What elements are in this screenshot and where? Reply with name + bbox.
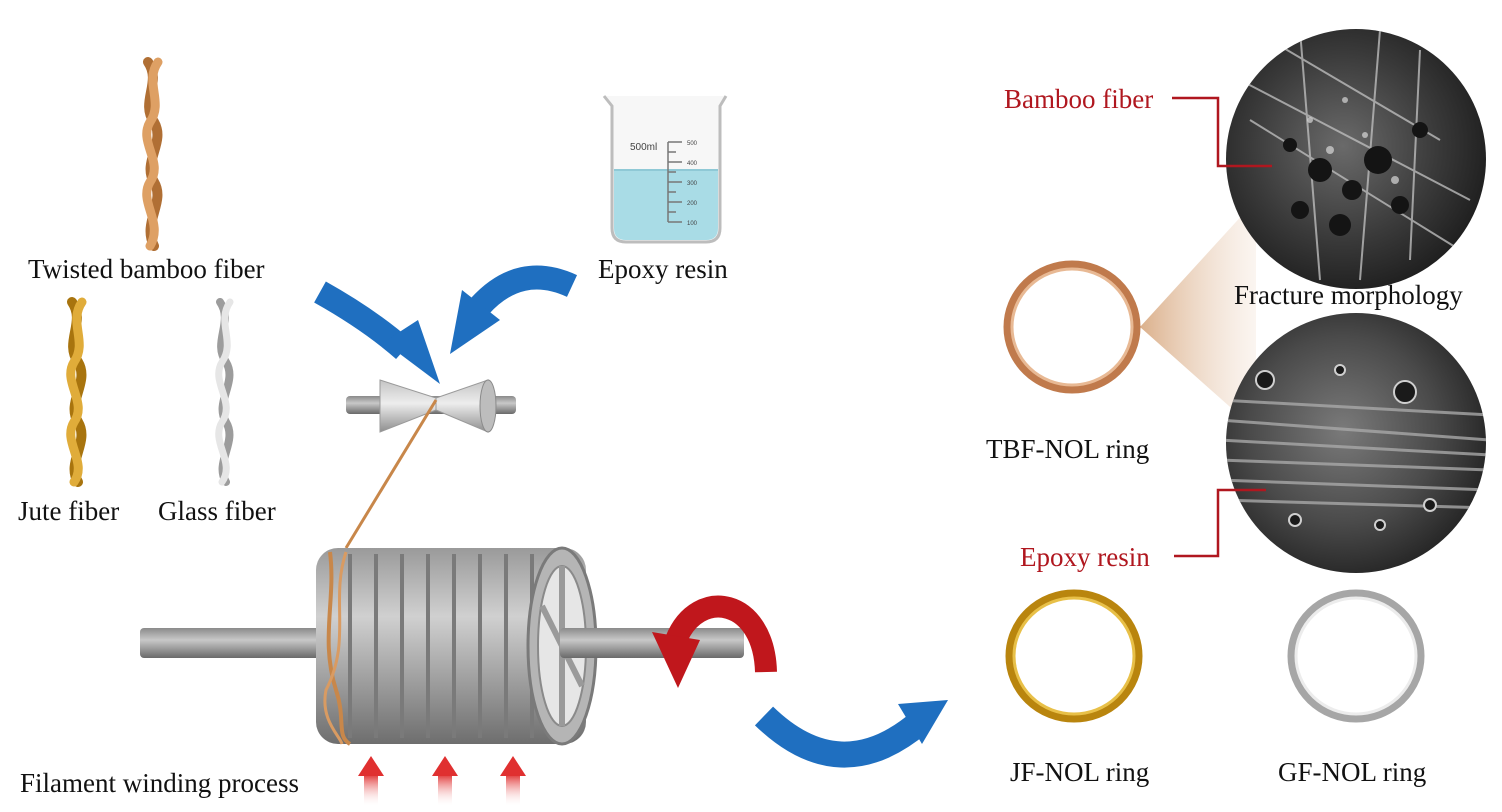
bamboo-fiber-callout: Bamboo fiber: [1004, 84, 1154, 114]
output-arrow: [754, 700, 948, 768]
sem-fracture-image: [1226, 29, 1486, 289]
sem-surface-image: [1226, 313, 1486, 573]
beaker-scale-label: 100: [687, 221, 698, 227]
fiber-strand: [344, 399, 438, 549]
magnify-fan: [1140, 200, 1256, 430]
twisted-bamboo-fiber-label: Twisted bamboo fiber: [28, 254, 265, 284]
beaker-scale-label: 200: [687, 201, 698, 207]
beaker-scale-label: 500: [687, 141, 698, 147]
epoxy-resin-callout-line: [1174, 488, 1266, 558]
tbf-nol-ring-icon: [1003, 260, 1141, 394]
glass-fiber-label: Glass fiber: [158, 496, 276, 526]
beaker-volume-label: 500ml: [630, 142, 657, 153]
jf-nol-ring-highlight: [1012, 596, 1136, 716]
jute-fiber-icon: [66, 297, 87, 487]
resin-bath-icon: [346, 379, 516, 433]
tbf-nol-ring-highlight: [1010, 267, 1134, 387]
bamboo-fiber-callout-line: [1172, 96, 1272, 168]
blue-arrow-right: [450, 265, 578, 354]
beaker-scale-label: 400: [687, 161, 698, 167]
glass-fiber-icon: [215, 298, 234, 486]
gf-nol-ring-label: GF-NOL ring: [1278, 757, 1427, 787]
epoxy-resin-material-label: Epoxy resin: [598, 254, 728, 284]
blue-arrow-left: [314, 281, 440, 384]
fracture-morphology-label: Fracture morphology: [1234, 280, 1463, 310]
epoxy-resin-callout: Epoxy resin: [1020, 542, 1150, 572]
filament-winding-process-label: Filament winding process: [20, 768, 299, 798]
beaker-scale-label: 300: [687, 181, 698, 187]
heating-arrows: [358, 756, 526, 807]
gf-nol-ring-highlight: [1294, 596, 1418, 716]
tbf-nol-ring-label: TBF-NOL ring: [986, 434, 1150, 464]
twisted-bamboo-fiber-icon: [142, 57, 163, 251]
jf-nol-ring-label: JF-NOL ring: [1010, 757, 1150, 787]
jute-fiber-label: Jute fiber: [18, 496, 120, 526]
winding-mandrel: [140, 546, 744, 746]
beaker-icon: 500ml 500 400 300 200 100: [602, 95, 728, 244]
jf-nol-ring-icon: [1005, 589, 1143, 723]
gf-nol-ring-icon: [1287, 589, 1425, 723]
rotation-arrow: [652, 595, 777, 688]
